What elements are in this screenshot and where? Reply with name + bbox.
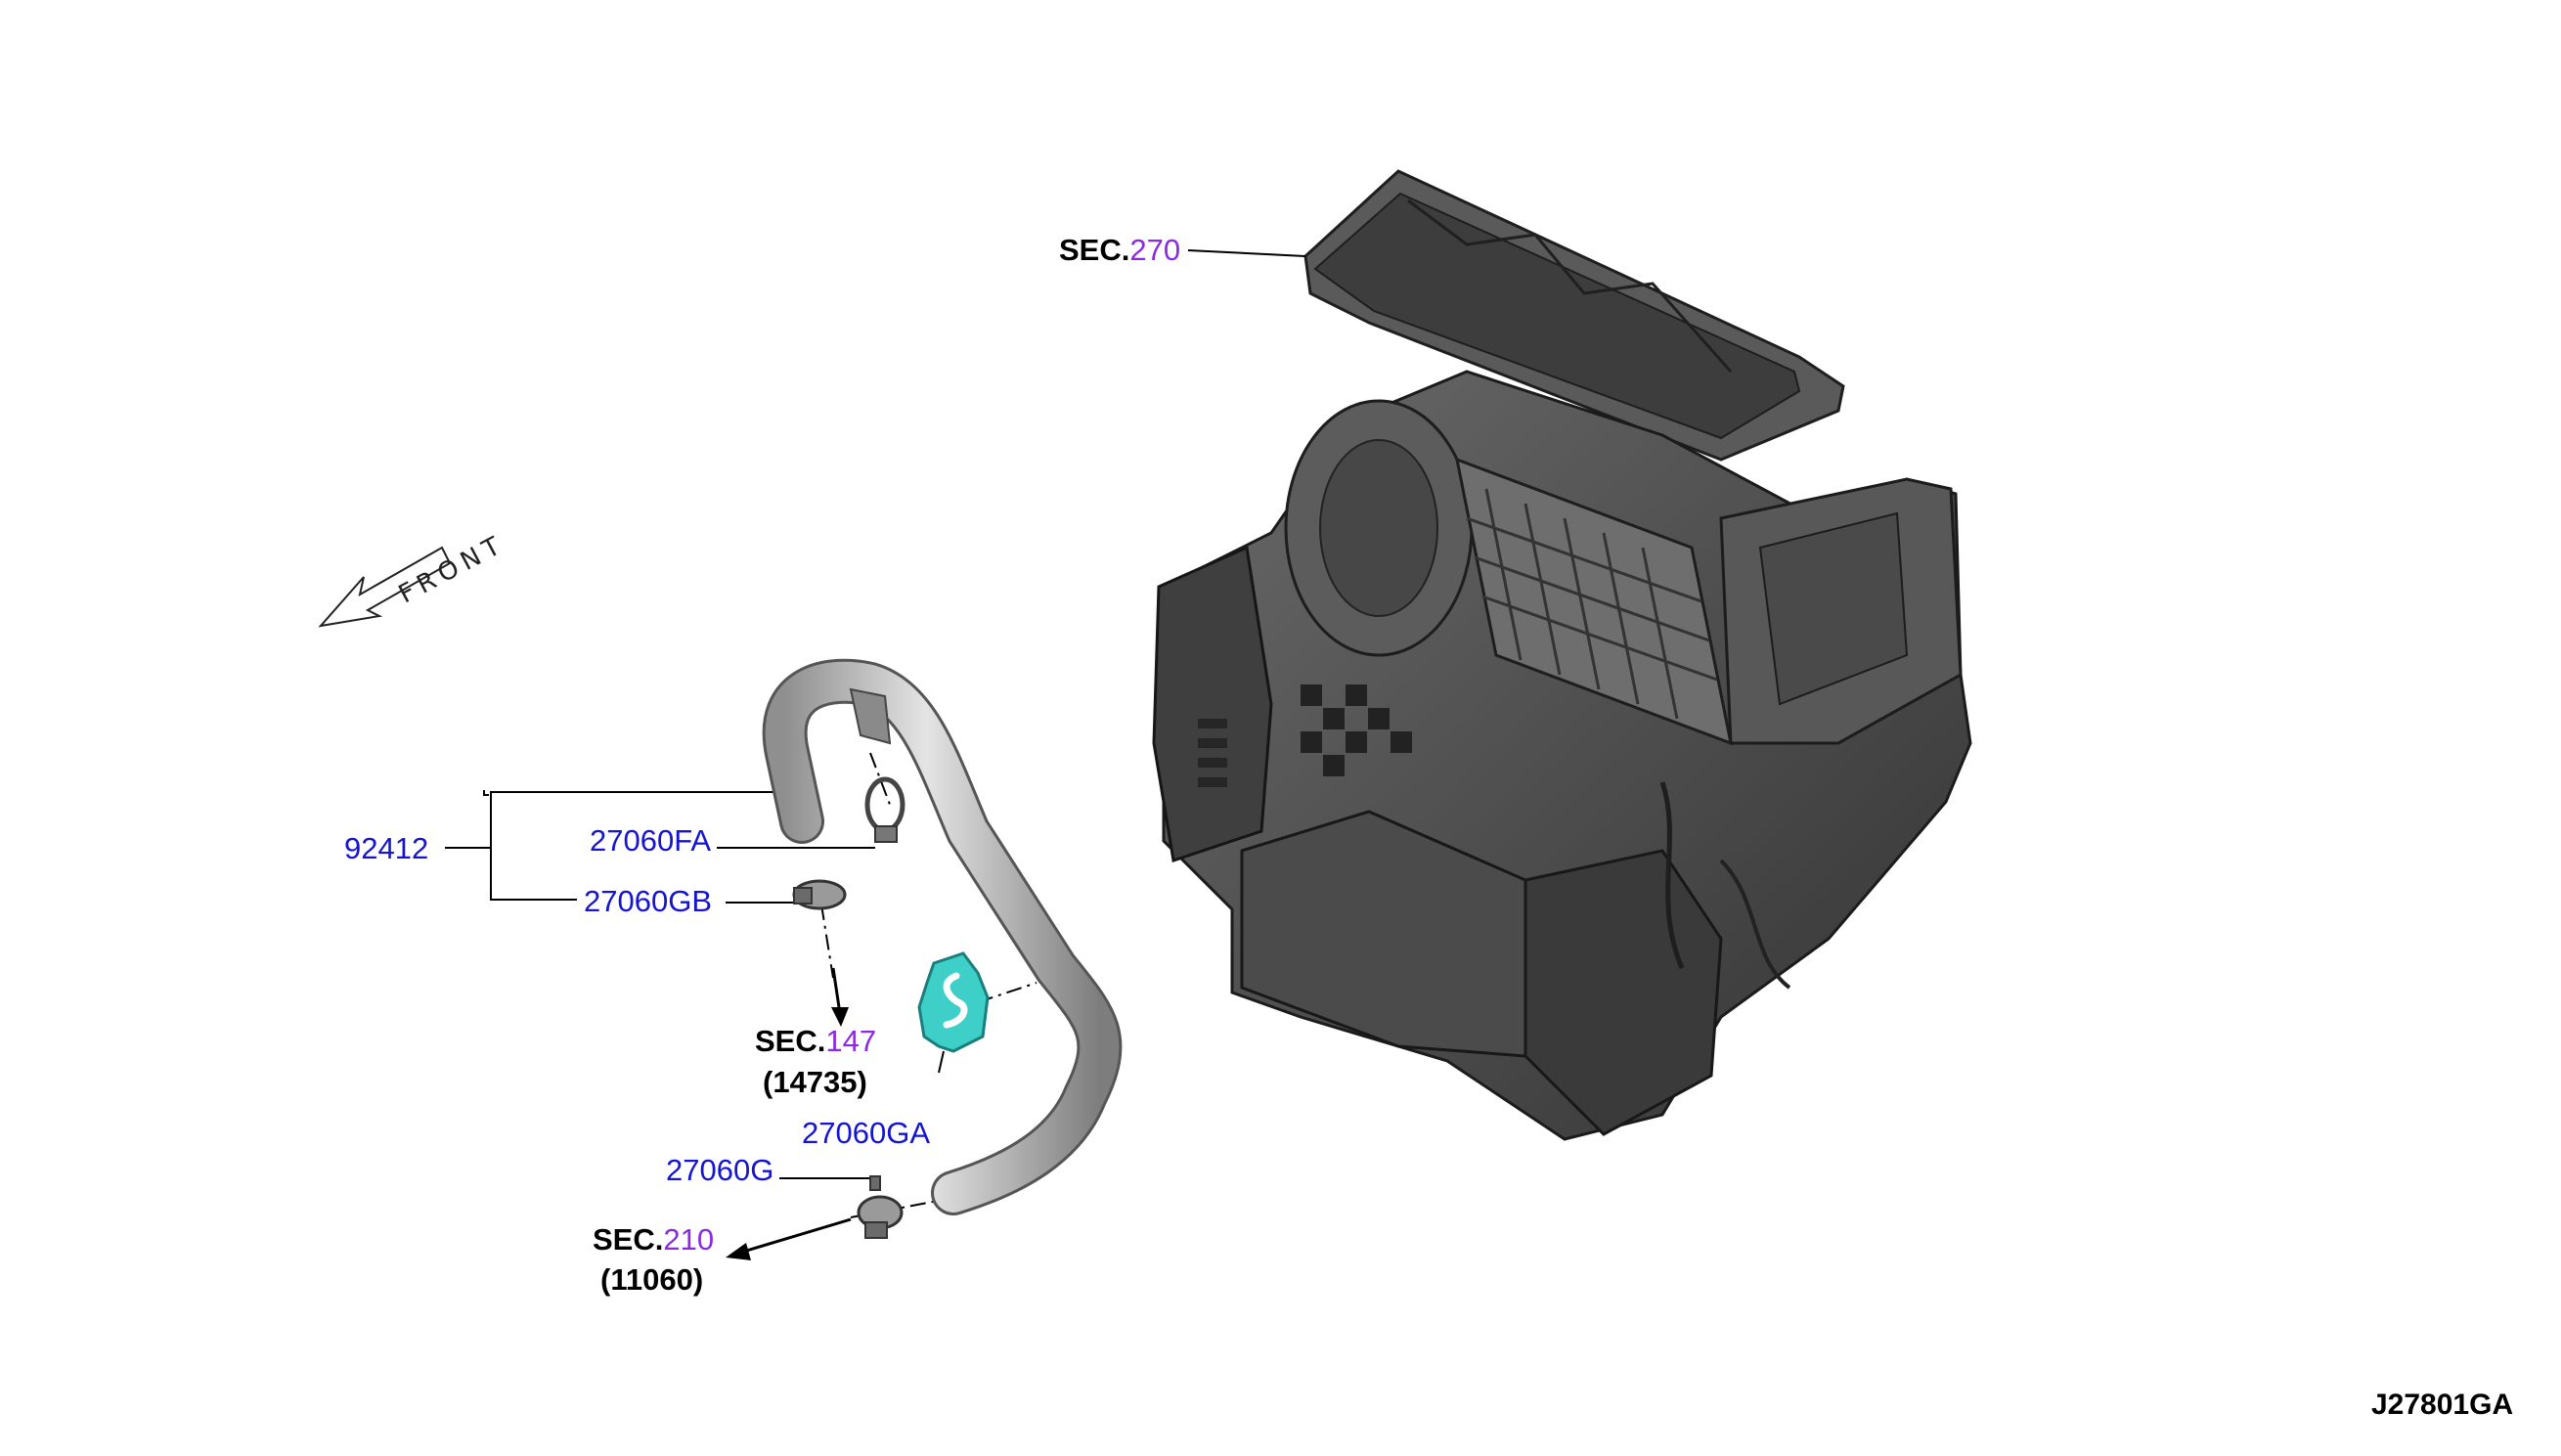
sec-147-sub-label: (14735)	[763, 1065, 867, 1099]
arrow-to-sec147-icon	[831, 967, 849, 1027]
sec-270-label[interactable]: SEC.270	[1059, 233, 1181, 267]
sec-210-label[interactable]: SEC.210	[593, 1222, 715, 1257]
part-27060fa-label[interactable]: 27060FA	[590, 823, 712, 858]
sec-147-label[interactable]: SEC.147	[755, 1024, 877, 1058]
clamp-27060gb-icon	[792, 879, 847, 910]
part-27060ga-label[interactable]: 27060GA	[802, 1116, 930, 1150]
clamp-27060fa-icon	[864, 776, 905, 843]
diagram-code: J27801GA	[2371, 1389, 2514, 1421]
hvac-housing-unit	[1152, 169, 1972, 1141]
part-27060gb-label[interactable]: 27060GB	[584, 884, 712, 918]
part-92412-label[interactable]: 92412	[344, 831, 429, 865]
bracket-27060ga-icon	[917, 951, 990, 1053]
part-27060g-label[interactable]: 27060G	[666, 1153, 774, 1187]
clamp-27060g-icon	[857, 1175, 904, 1239]
sec-210-sub-label: (11060)	[600, 1262, 704, 1297]
arrow-to-sec210-icon	[726, 1217, 852, 1260]
front-arrow-icon	[318, 546, 452, 628]
leader-lines	[445, 249, 1306, 1179]
heater-hose-92412	[762, 658, 1123, 1215]
